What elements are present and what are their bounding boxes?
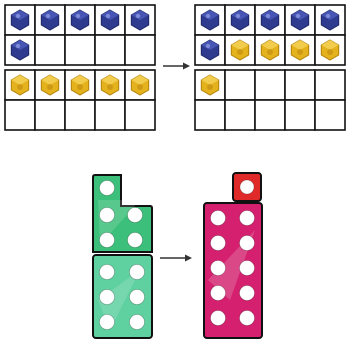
- ten-frame-cell: [254, 69, 286, 101]
- yellow-cube-icon: [100, 74, 120, 96]
- yellow-cube-icon: [40, 74, 60, 96]
- numicon-hole: [210, 235, 226, 251]
- numicon-hole: [129, 314, 145, 330]
- numicon-shapes: [92, 172, 263, 339]
- ten-frame-before-bottom: [4, 69, 156, 131]
- numicon-hole: [239, 179, 255, 195]
- ten-frame-cell: [64, 99, 96, 131]
- blue-cube-icon: [200, 9, 220, 31]
- numicon-hole: [239, 260, 255, 276]
- numicon-hole: [210, 310, 226, 326]
- yellow-cube-icon: [70, 74, 90, 96]
- ten-frame-cell: [34, 99, 66, 131]
- blue-cube-icon: [130, 9, 150, 31]
- ten-frame-cell: [254, 99, 286, 131]
- right-arrow-icon: [160, 254, 192, 262]
- blue-cube-icon: [260, 9, 280, 31]
- yellow-cube-icon: [320, 39, 340, 61]
- right-arrow-icon: [163, 62, 190, 70]
- yellow-cube-icon: [10, 74, 30, 96]
- blue-cube-icon: [100, 9, 120, 31]
- numicon-hole: [99, 314, 115, 330]
- numicon-hole: [99, 232, 115, 248]
- ten-frame-cell: [284, 69, 316, 101]
- numicon-hole: [127, 207, 143, 223]
- ten-frame-cell: [124, 99, 156, 131]
- yellow-cube-icon: [200, 74, 220, 96]
- numicon-hole: [127, 232, 143, 248]
- ten-frame-cell: [284, 99, 316, 131]
- ten-frame-cell: [4, 99, 36, 131]
- ten-frame-after-bottom: [194, 69, 346, 131]
- yellow-cube-icon: [290, 39, 310, 61]
- numicon-hole: [99, 207, 115, 223]
- ten-frame-before-top: [4, 4, 156, 66]
- numicon-hole: [210, 210, 226, 226]
- numicon-five: [92, 254, 153, 339]
- ten-frames: [4, 4, 346, 131]
- numicon-hole: [210, 285, 226, 301]
- ten-frame-cell: [94, 34, 126, 66]
- ten-frame-cell: [64, 34, 96, 66]
- numicon-hole: [239, 310, 255, 326]
- numicon-hole: [129, 264, 145, 280]
- arrows: [160, 62, 192, 262]
- numicon-hole: [99, 180, 115, 196]
- blue-cube-icon: [230, 9, 250, 31]
- blue-cube-icon: [200, 39, 220, 61]
- ten-frame-after-top: [194, 4, 346, 66]
- numicon-hole: [210, 260, 226, 276]
- ten-frame-cell: [124, 34, 156, 66]
- numicon-six: [92, 174, 153, 253]
- ten-frame-cell: [34, 34, 66, 66]
- blue-cube-icon: [320, 9, 340, 31]
- ten-frame-cell: [224, 99, 256, 131]
- ten-frame-cell: [224, 69, 256, 101]
- yellow-cube-icon: [230, 39, 250, 61]
- ten-frame-cell: [194, 99, 226, 131]
- numicon-hole: [239, 235, 255, 251]
- blue-cube-icon: [10, 9, 30, 31]
- ten-frame-cell: [314, 69, 346, 101]
- yellow-cube-icon: [260, 39, 280, 61]
- blue-cube-icon: [70, 9, 90, 31]
- numicon-hole: [99, 264, 115, 280]
- numicon-hole: [129, 289, 145, 305]
- numicon-hole: [99, 289, 115, 305]
- blue-cube-icon: [290, 9, 310, 31]
- ten-frame-cell: [94, 99, 126, 131]
- numicon-ten: [203, 202, 263, 339]
- numicon-hole: [239, 285, 255, 301]
- numicon-hole: [239, 210, 255, 226]
- ten-frame-cell: [314, 99, 346, 131]
- yellow-cube-icon: [130, 74, 150, 96]
- blue-cube-icon: [10, 39, 30, 61]
- numicon-one: [232, 172, 262, 202]
- blue-cube-icon: [40, 9, 60, 31]
